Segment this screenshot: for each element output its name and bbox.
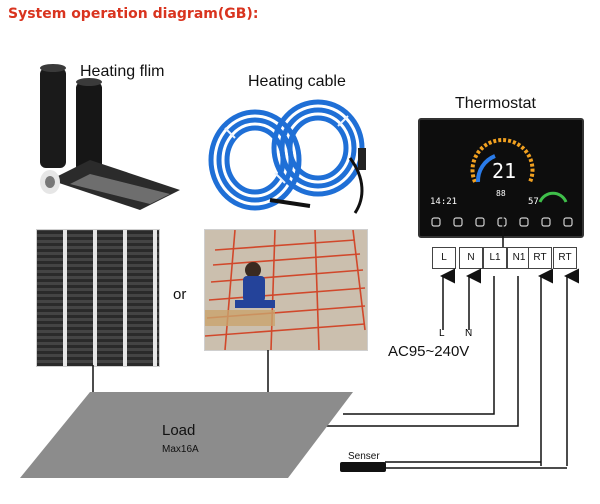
sensor-probe (340, 462, 386, 472)
sensor-label: Senser (348, 451, 380, 462)
heating-film-installation-photo (36, 229, 160, 367)
thermostat-time: 14:21 (430, 197, 457, 207)
thermostat-set-temperature: 88 (496, 189, 506, 198)
thermostat-humidity: 57 (528, 197, 539, 207)
heating-film-label: Heating flim (80, 63, 165, 80)
neutral-input-label: N (465, 328, 473, 339)
diagram-title: System operation diagram(GB): (8, 6, 259, 22)
heating-cable-label: Heating cable (248, 73, 346, 90)
voltage-label: AC95~240V (388, 343, 470, 360)
thermostat-device-image: 21 14:21 88 57 (418, 118, 584, 238)
heating-cable-installation-photo (204, 229, 368, 351)
terminal-l1: L1 (483, 247, 507, 269)
thermostat-label: Thermostat (455, 95, 536, 112)
heating-cable-coils-image (208, 99, 366, 214)
thermostat-temperature: 21 (492, 159, 516, 183)
live-input-label: L (439, 328, 445, 339)
terminal-rt-1: RT (528, 247, 552, 269)
load-max-current: Max16A (162, 444, 199, 455)
heating-film-rolls-image (40, 64, 180, 210)
load-label: Load (162, 422, 196, 439)
or-label: or (173, 286, 187, 303)
load-panel (20, 392, 353, 478)
